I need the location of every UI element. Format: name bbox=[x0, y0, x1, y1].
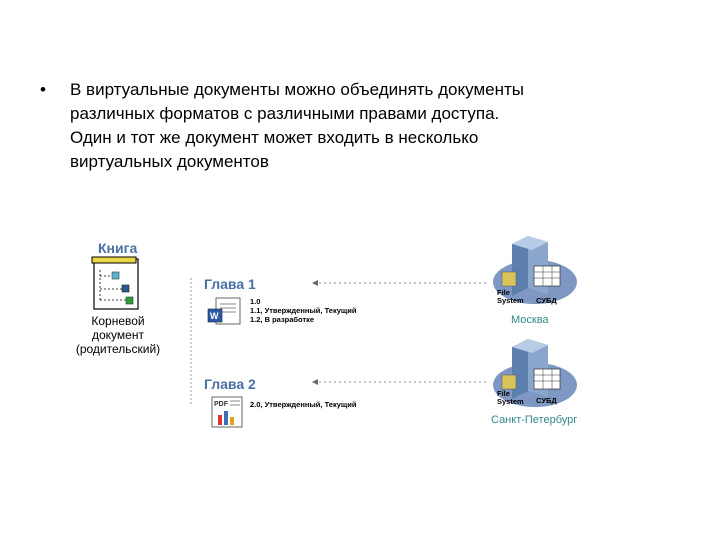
server-spb-icon bbox=[493, 339, 577, 407]
root-document-icon bbox=[91, 256, 139, 310]
chapter-2-title: Глава 2 bbox=[204, 376, 256, 392]
bullet-line-1: В виртуальные документы можно объединять… bbox=[70, 80, 524, 99]
root-label-line-2: документ bbox=[92, 328, 144, 342]
server-moscow-icon bbox=[493, 236, 577, 304]
root-document-label: Корневой документ (родительский) bbox=[70, 314, 166, 356]
pdf-document-icon: PDF bbox=[211, 396, 243, 428]
bullet-paragraph: • В виртуальные документы можно объединя… bbox=[40, 78, 680, 174]
connector-line bbox=[190, 278, 192, 404]
chapter-1-version-2: 1.1, Утвержденный, Текущий bbox=[250, 306, 357, 315]
bullet-text: В виртуальные документы можно объединять… bbox=[70, 78, 680, 174]
server-spb-city: Санкт-Петербург bbox=[491, 414, 578, 426]
chapter-1-version-1: 1.0 bbox=[250, 297, 261, 306]
server-spb-file-label: File System bbox=[497, 390, 524, 406]
root-label-line-1: Корневой bbox=[91, 314, 145, 328]
chapter-2-arrow bbox=[312, 379, 488, 385]
pdf-label: PDF bbox=[214, 401, 229, 408]
bullet-line-3: Один и тот же документ может входить в н… bbox=[70, 128, 479, 147]
chapter-1-version-3: 1.2, В разработке bbox=[250, 315, 315, 324]
chapter-1-title: Глава 1 bbox=[204, 276, 256, 292]
server-spb-label-1: File bbox=[497, 389, 510, 398]
chapter-1-versions: 1.0 1.1, Утвержденный, Текущий 1.2, В ра… bbox=[250, 297, 356, 324]
svg-text:W: W bbox=[210, 311, 219, 321]
word-document-icon: W bbox=[207, 297, 241, 325]
server-moscow-db-label: СУБД bbox=[536, 296, 557, 305]
chapter-2-version-1: 2.0, Утвержденный, Текущий bbox=[250, 400, 357, 409]
server-moscow-label-2: System bbox=[497, 296, 524, 305]
bullet-marker: • bbox=[40, 80, 46, 99]
chapter-1-arrow bbox=[312, 280, 488, 286]
book-title: Книга bbox=[98, 240, 138, 256]
chapter-2-versions: 2.0, Утвержденный, Текущий bbox=[250, 400, 356, 409]
root-label-line-3: (родительский) bbox=[75, 342, 161, 356]
server-spb-label-2: System bbox=[497, 397, 524, 406]
bullet-line-4: виртуальных документов bbox=[70, 152, 269, 171]
bullet-line-2: различных форматов с различными правами … bbox=[70, 104, 500, 123]
server-moscow-file-label: File System bbox=[497, 289, 524, 305]
server-moscow-label-1: File bbox=[497, 288, 510, 297]
server-moscow-city: Москва bbox=[511, 314, 549, 326]
server-spb-db-label: СУБД bbox=[536, 396, 557, 405]
